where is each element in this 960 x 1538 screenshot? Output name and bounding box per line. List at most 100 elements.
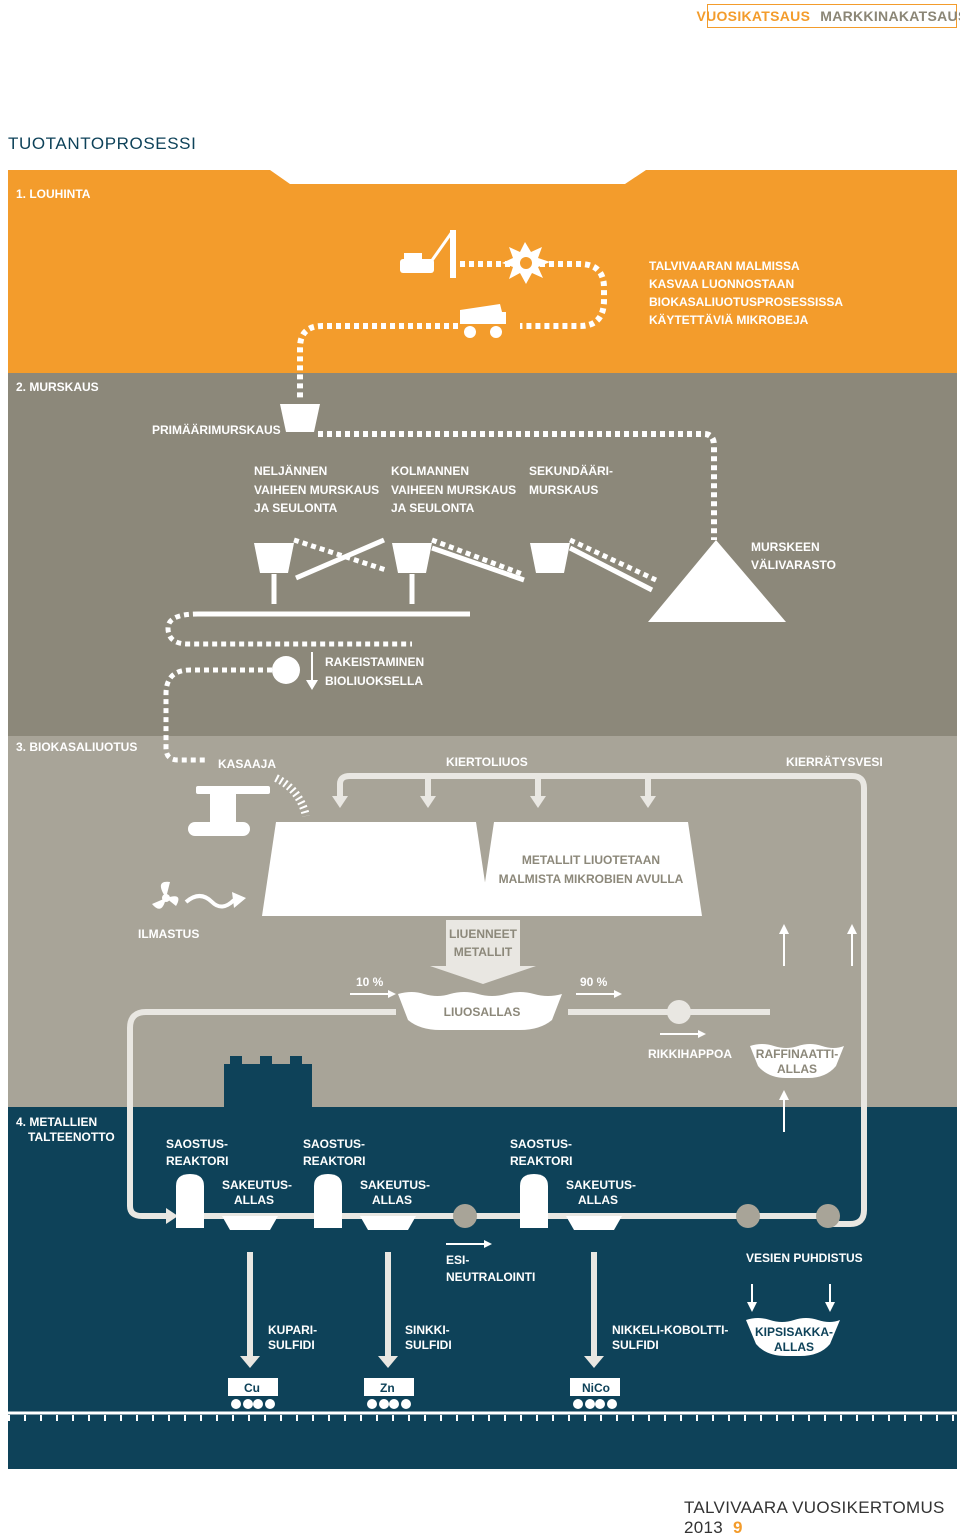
third-stage-line-3: JA SEULONTA (391, 501, 475, 515)
percent-90-label: 90 % (580, 975, 608, 989)
pls-pond (398, 992, 562, 1030)
rail-car-nico: NiCo (570, 1378, 620, 1409)
water-treatment-label: VESIEN PUHDISTUS (746, 1251, 863, 1265)
product-chutes (240, 1252, 604, 1368)
dissolved-line-2: METALLIT (454, 945, 513, 959)
aeration-label: ILMASTUS (138, 927, 199, 941)
thickener-3-icon (566, 1216, 622, 1230)
third-stage-crusher-icon (392, 543, 432, 573)
pls-to-recovery-pipe (127, 1009, 396, 1219)
page-title: TUOTANTOPROSESSI (8, 134, 197, 153)
section-tabs: VUOSIKATSAUS MARKKINAKATSAUS (696, 4, 960, 28)
water-treatment-arrows (747, 1284, 835, 1312)
thickener-1-line-1: SAKEUTUS- (222, 1178, 292, 1192)
thickener-2-line-2: ALLAS (372, 1193, 412, 1207)
ore-haul-route (297, 261, 607, 398)
microbes-line-3: BIOKASALIUOTUSPROSESSISSA (649, 295, 843, 309)
reactor-2-line-1: SAOSTUS- (303, 1137, 365, 1151)
heap-fresh (262, 822, 490, 916)
rail-car-cu-label: Cu (244, 1381, 260, 1395)
preneutral-line-2: NEUTRALOINTI (446, 1270, 535, 1284)
reactor-3-line-1: SAOSTUS- (510, 1137, 572, 1151)
section-4-label-1: 4. METALLIEN (16, 1115, 97, 1129)
acid-arrow (660, 1030, 706, 1038)
raffinate-pond (750, 1044, 844, 1078)
dissolved-line-1: LIUENNEET (449, 927, 518, 941)
stacker-label: KASAAJA (218, 757, 276, 771)
gypsum-line-2: ALLAS (774, 1340, 814, 1354)
recovery-band (8, 1107, 957, 1469)
thickener-1-line-2: ALLAS (234, 1193, 274, 1207)
thickener-2-line-1: SAKEUTUS- (360, 1178, 430, 1192)
circulation-pipes (337, 773, 867, 1227)
stockpile-line-1: MURSKEEN (751, 540, 820, 554)
fourth-stage-line-1: NELJÄNNEN (254, 463, 327, 478)
reactor-3-line-2: REAKTORI (510, 1154, 572, 1168)
heap-leaching (480, 822, 702, 916)
section-4-label-2: TALTEENOTTO (28, 1130, 115, 1144)
stockpile-line-2: VÄLIVARASTO (751, 557, 836, 572)
copper-line-1: KUPARI- (268, 1323, 317, 1337)
third-stage-line-2: VAIHEEN MURSKAUS (391, 483, 516, 497)
thickener-1-icon (222, 1216, 278, 1230)
fourth-stage-crusher-icon (254, 543, 294, 573)
precipitation-train-1: SAOSTUS- REAKTORI SAKEUTUS- ALLAS (166, 1137, 292, 1230)
pump-icon-1 (453, 1204, 477, 1228)
reactor-1-line-2: REAKTORI (166, 1154, 228, 1168)
ore-stream (274, 774, 310, 818)
microbes-line-4: KÄYTETTÄVIÄ MIKROBEJA (649, 312, 809, 327)
tab-markkinakatsaus[interactable]: MARKKINAKATSAUS (820, 8, 960, 24)
rail-car-nico-label: NiCo (582, 1381, 610, 1395)
precipitation-train-3: SAOSTUS- REAKTORI SAKEUTUS- ALLAS (510, 1137, 636, 1230)
secondary-line-1: SEKUNDÄÄRI- (529, 463, 613, 478)
rail-car-zn: Zn (364, 1378, 414, 1409)
leached-line-1: METALLIT LIUOTETAAN (522, 853, 660, 867)
metals-plant-building-icon (224, 1056, 312, 1108)
aeration-flow (184, 894, 236, 909)
dissolved-metals-arrow (430, 920, 536, 984)
zinc-line-2: SULFIDI (405, 1338, 452, 1352)
copper-line-2: SULFIDI (268, 1338, 315, 1352)
tab-vuosikatsaus[interactable]: VUOSIKATSAUS (696, 8, 811, 24)
preneutral-arrow (446, 1240, 492, 1248)
rail-car-cu: Cu (228, 1378, 278, 1409)
rail-car-zn-label: Zn (380, 1381, 395, 1395)
reactor-3-icon (520, 1174, 548, 1228)
zinc-line-1: SINKKI- (405, 1323, 450, 1337)
circulation-arrowheads (332, 796, 656, 808)
agglomeration-drum-icon (272, 652, 318, 690)
thickener-3-line-1: SAKEUTUS- (566, 1178, 636, 1192)
crushing-band (8, 373, 957, 736)
pump-icon-2 (736, 1204, 760, 1228)
primary-crushing-label: PRIMÄÄRIMURSKAUS (152, 422, 281, 437)
microbes-line-1: TALVIVAARAN MALMISSA (649, 259, 800, 273)
agglom-line-2: BIOLIUOKSELLA (325, 674, 423, 688)
drill-rig-icon (400, 230, 456, 278)
section-1-label: 1. LOUHINTA (16, 187, 91, 201)
recycled-water-label: KIERRÄTYSVESI (786, 754, 883, 769)
footer-text: TALVIVAARA VUOSIKERTOMUS 2013 (684, 1498, 945, 1537)
conveyor-to-agglomeration (165, 611, 412, 647)
percent-10-label: 10 % (356, 975, 384, 989)
fourth-stage-line-3: JA SEULONTA (254, 501, 338, 515)
gypsum-line-1: KIPSISAKKA- (755, 1325, 833, 1339)
reactor-2-line-2: REAKTORI (303, 1154, 365, 1168)
pond-split-arrows (350, 990, 622, 998)
reactor-2-icon (314, 1174, 342, 1228)
pls-pond-label: LIUOSALLAS (444, 1005, 521, 1019)
aeration-arrowhead (232, 892, 246, 908)
secondary-line-2: MURSKAUS (529, 483, 598, 497)
nickel-line-2: SULFIDI (612, 1338, 659, 1352)
precipitation-train-2: SAOSTUS- REAKTORI SAKEUTUS- ALLAS (303, 1137, 430, 1230)
secondary-crusher-icon (530, 543, 570, 573)
recycled-up-arrows (779, 924, 857, 1132)
agglom-line-1: RAKEISTAMINEN (325, 655, 424, 669)
circulation-label: KIERTOLIUOS (446, 755, 528, 769)
section-3-label: 3. BIOKASALIUOTUS (16, 740, 137, 754)
pls-to-recovery-arrowhead (166, 1208, 178, 1224)
pump-icon-3 (816, 1204, 840, 1228)
section-2-label: 2. MURSKAUS (16, 380, 99, 394)
preneutral-line-1: ESI- (446, 1253, 469, 1267)
nickel-line-1: NIKKELI-KOBOLTTI- (612, 1323, 728, 1337)
